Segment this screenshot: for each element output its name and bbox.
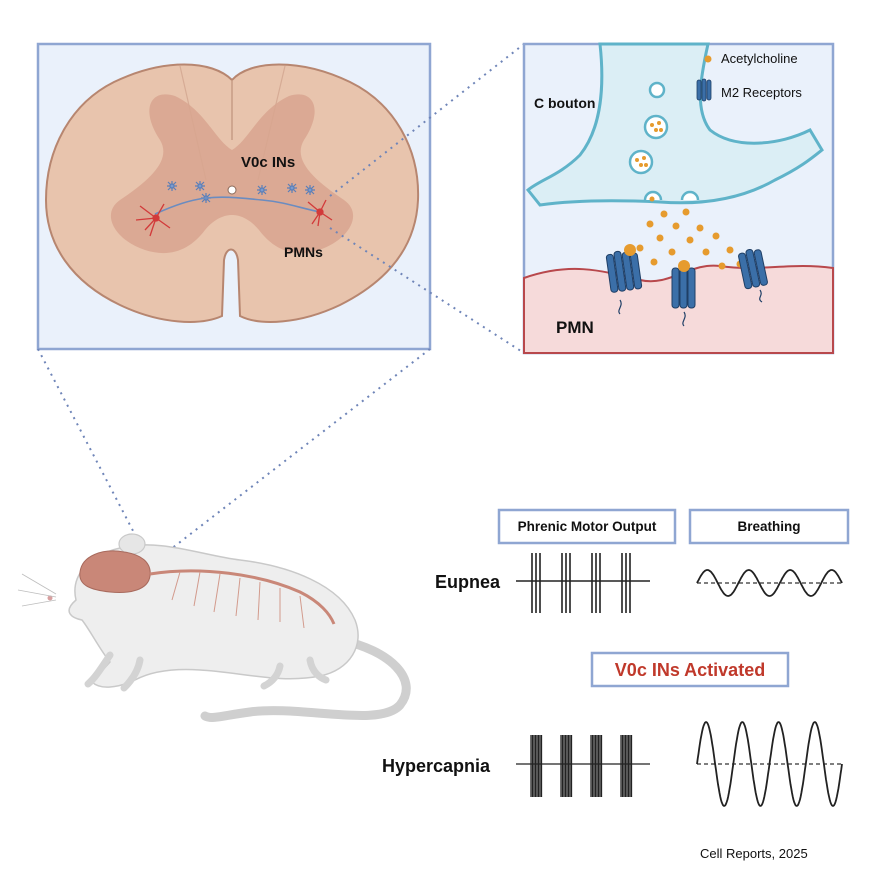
eupnea-breathing-trace xyxy=(696,569,843,597)
phrenic-header: Phrenic Motor Output xyxy=(518,519,657,534)
m2-receptors xyxy=(605,244,768,309)
c-bouton-label: C bouton xyxy=(534,95,595,111)
synapse-panel: C bouton PMN Acetylcholine M2 Receptors xyxy=(522,42,835,355)
synapse-legend: Acetylcholine M2 Receptors xyxy=(696,51,802,102)
c-bouton xyxy=(525,42,824,207)
synaptic-vesicles xyxy=(628,81,700,201)
pmn-label: PMN xyxy=(556,318,594,337)
mouse-tail xyxy=(200,635,411,722)
breathing-header: Breathing xyxy=(737,519,800,534)
citation: Cell Reports, 2025 xyxy=(700,846,808,861)
eupnea-phrenic-trace xyxy=(516,553,650,613)
released-acetylcholine xyxy=(614,208,744,270)
activation-box xyxy=(590,651,790,688)
hypercapnia-label: Hypercapnia xyxy=(382,756,491,776)
mouse-illustration xyxy=(17,533,411,722)
hypercapnia-breathing-trace xyxy=(696,721,843,807)
pmn-neurons-left xyxy=(135,203,171,237)
hypercapnia-phrenic-trace xyxy=(516,735,650,797)
v0c-ins-label: V0c INs xyxy=(241,154,295,171)
legend-m2: M2 Receptors xyxy=(721,85,802,100)
pmns-label: PMNs xyxy=(284,244,323,260)
spinal-cord-panel: V0c INs PMNs xyxy=(36,42,432,351)
traces-section: Phrenic Motor Output Breathing Eupnea V0… xyxy=(382,508,850,807)
activation-label: V0c INs Activated xyxy=(615,660,765,680)
v0c-projection-fibers xyxy=(154,196,321,215)
breathing-header-box xyxy=(688,508,850,545)
legend-acetylcholine: Acetylcholine xyxy=(721,51,798,66)
mouse-spinal-cord xyxy=(149,569,336,625)
central-canal xyxy=(227,185,237,195)
m2-receptor-icon xyxy=(696,78,712,102)
gray-matter xyxy=(110,94,354,254)
zoom-lines-cord xyxy=(37,348,431,557)
mouse-brain xyxy=(79,550,151,593)
vesicle-acetylcholine xyxy=(635,121,663,202)
phrenic-header-box xyxy=(497,508,677,545)
eupnea-label: Eupnea xyxy=(435,572,501,592)
pmn-neurons-right xyxy=(307,199,333,227)
acetylcholine-icon xyxy=(704,55,712,63)
